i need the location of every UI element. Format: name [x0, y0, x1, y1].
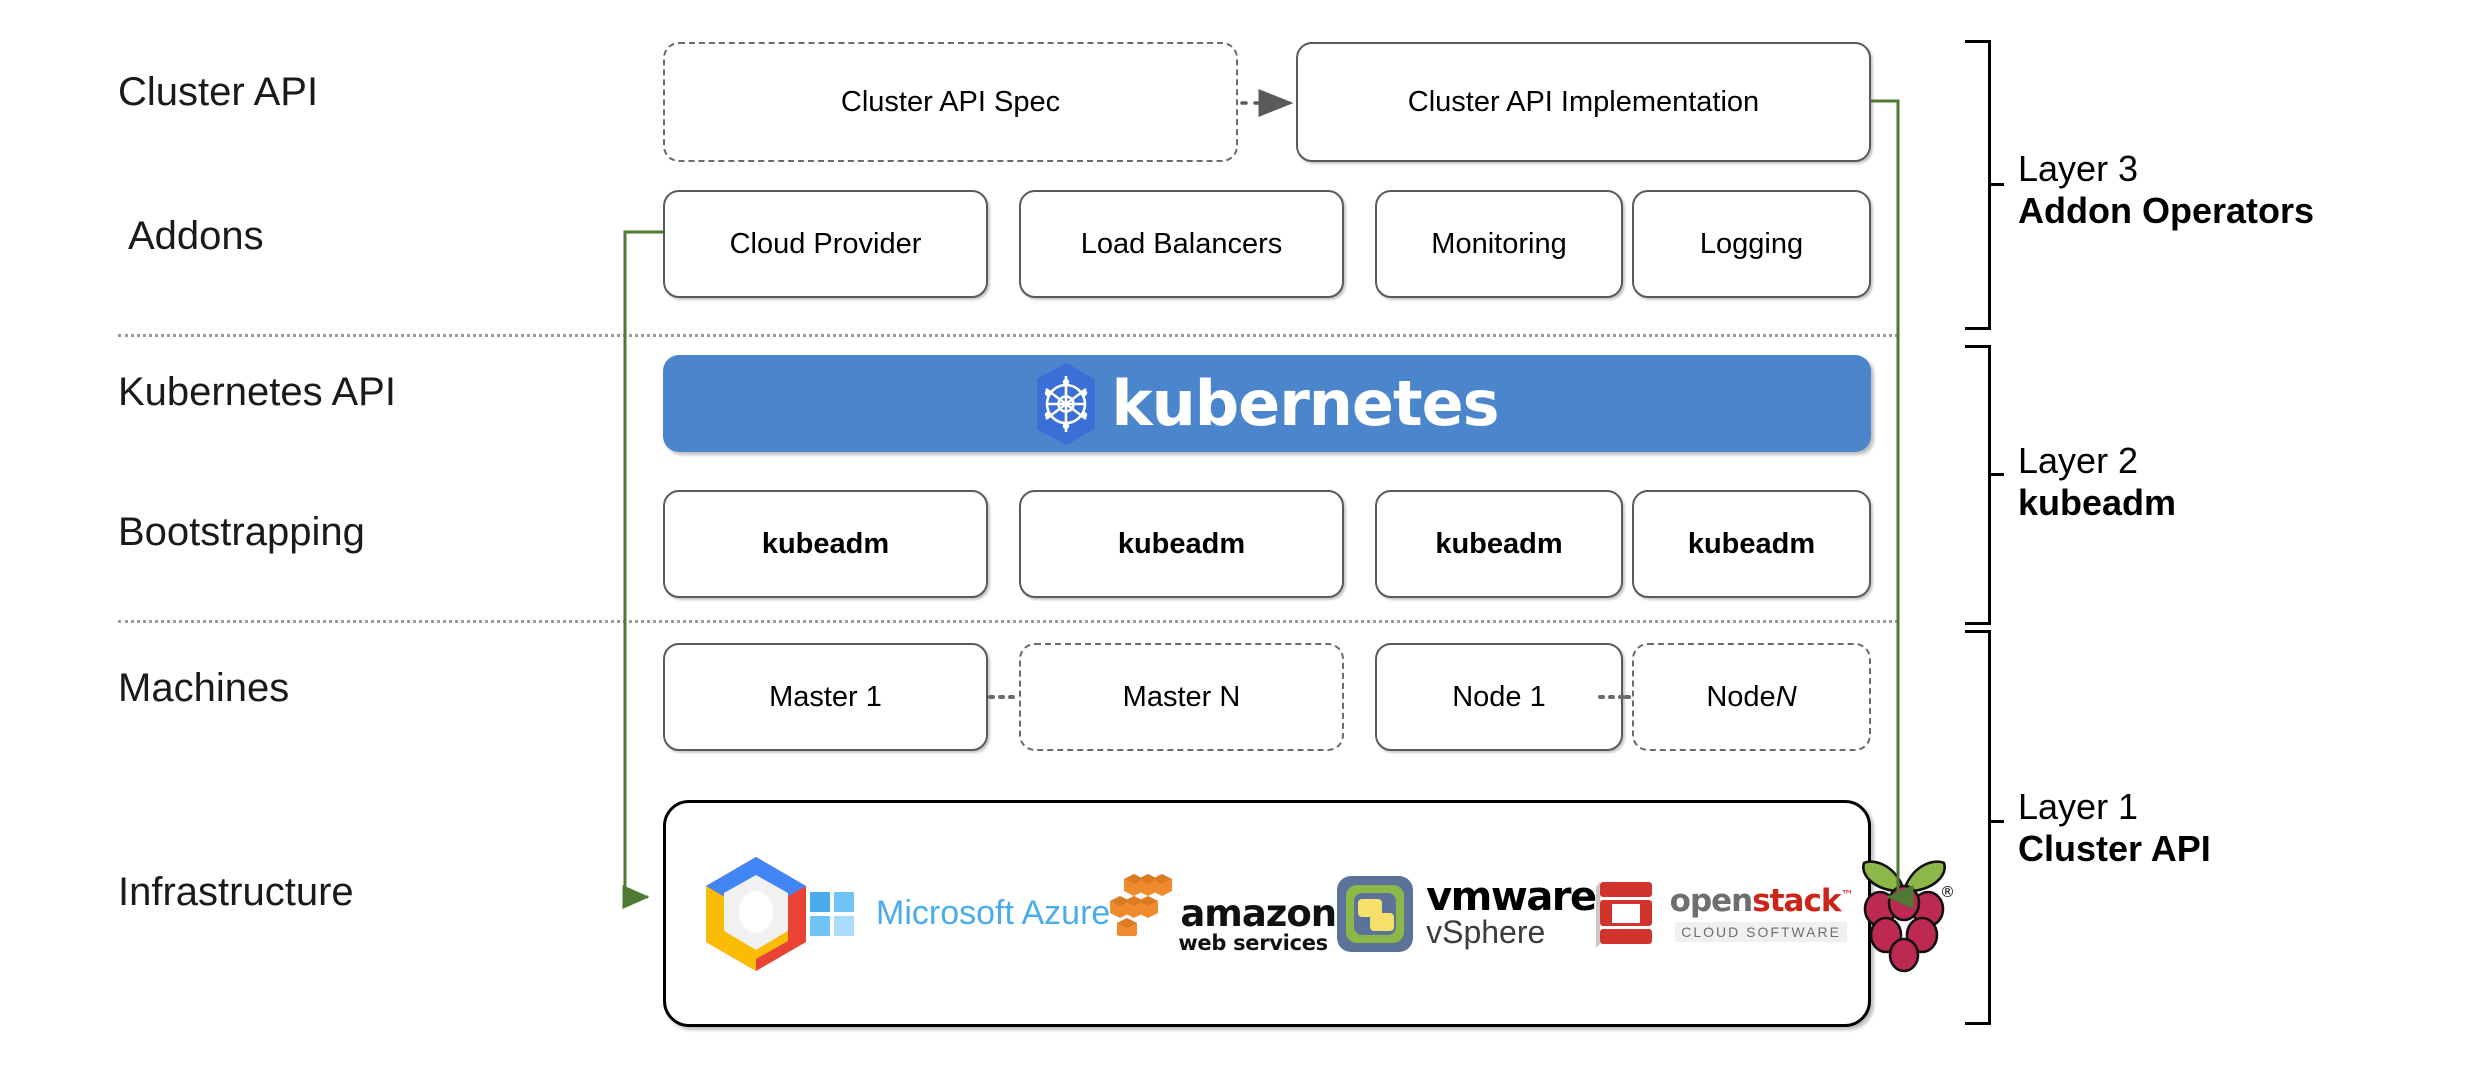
box-cluster-api-implementation[interactable]: Cluster API Implementation: [1296, 42, 1871, 162]
row-label-machines: Machines: [118, 666, 290, 710]
box-kubeadm-3[interactable]: kubeadm: [1375, 490, 1623, 598]
caption-layer-3: Layer 3 Addon Operators: [2018, 148, 2314, 233]
caption-layer-2-name: Layer 2: [2018, 440, 2139, 481]
openstack-wordmark: openstack™: [1669, 882, 1854, 919]
bracket-nub-layer-1: [1988, 820, 2004, 823]
box-addon-logging[interactable]: Logging: [1632, 190, 1871, 298]
box-machine-master-1[interactable]: Master 1: [663, 643, 988, 751]
vmware-vsphere-logo[interactable]: vmware vSphere: [1336, 873, 1597, 953]
bracket-nub-layer-3: [1988, 183, 2004, 186]
bracket-nub-layer-2: [1988, 473, 2004, 476]
box-machine-master-n[interactable]: Master N: [1019, 643, 1344, 751]
openstack-word-stack: stack: [1752, 882, 1841, 919]
openstack-sublabel: CLOUD SOFTWARE: [1675, 921, 1847, 942]
caption-layer-1: Layer 1 Cluster API: [2018, 786, 2211, 871]
row-label-kubernetes-api: Kubernetes API: [118, 370, 396, 414]
openstack-word-open: open: [1669, 882, 1754, 919]
openstack-logo[interactable]: openstack™ CLOUD SOFTWARE: [1595, 878, 1854, 950]
box-kubeadm-2[interactable]: kubeadm: [1019, 490, 1344, 598]
box-kubeadm-4[interactable]: kubeadm: [1632, 490, 1871, 598]
kubernetes-helm-icon: [1035, 362, 1097, 446]
svg-text:®: ®: [1940, 883, 1955, 901]
connector-left-flow: [622, 230, 663, 909]
box-machine-node-n[interactable]: Node N: [1632, 643, 1871, 751]
google-cloud-platform-logo[interactable]: [702, 855, 810, 973]
box-machine-node-1[interactable]: Node 1: [1375, 643, 1623, 751]
raspberry-pi-logo[interactable]: ®: [1852, 851, 1956, 977]
box-addon-monitoring[interactable]: Monitoring: [1375, 190, 1623, 298]
box-addon-load-balancers[interactable]: Load Balancers: [1019, 190, 1344, 298]
microsoft-azure-logo[interactable]: Microsoft Azure: [810, 891, 1111, 936]
separator-layer2-layer1: [118, 620, 1898, 623]
row-label-bootstrapping: Bootstrapping: [118, 510, 365, 554]
box-kubeadm-1[interactable]: kubeadm: [663, 490, 988, 598]
box-machine-node-n-index: N: [1775, 680, 1797, 713]
kubernetes-wordmark: kubernetes: [1111, 366, 1499, 440]
box-machine-node-n-label: Node: [1706, 680, 1776, 713]
caption-layer-2: Layer 2 kubeadm: [2018, 440, 2176, 525]
caption-layer-3-name: Layer 3: [2018, 148, 2139, 189]
row-label-infrastructure: Infrastructure: [118, 870, 354, 914]
box-cluster-api-spec[interactable]: Cluster API Spec: [663, 42, 1238, 162]
bracket-layer-2: [1965, 345, 1991, 625]
vsphere-sublabel: vSphere: [1426, 913, 1546, 950]
separator-layer3-layer2: [118, 334, 1898, 337]
bracket-layer-1: [1965, 630, 1991, 1025]
box-infrastructure[interactable]: Microsoft Azure: [663, 800, 1955, 1027]
row-label-addons: Addons: [128, 214, 264, 258]
caption-layer-1-name: Layer 1: [2018, 786, 2139, 827]
caption-layer-2-subject: kubeadm: [2018, 482, 2177, 524]
connector-right-flow: [1871, 99, 1914, 909]
row-label-cluster-api: Cluster API: [118, 70, 319, 114]
caption-layer-1-subject: Cluster API: [2018, 828, 2211, 870]
amazon-wordmark: amazon: [1180, 892, 1337, 936]
amazon-web-services-logo[interactable]: amazon web services: [1110, 873, 1337, 955]
vmware-wordmark: vmware: [1426, 873, 1597, 920]
microsoft-azure-wordmark: Microsoft Azure: [876, 894, 1111, 932]
amazon-sublabel: web services: [1178, 930, 1328, 955]
box-addon-cloud-provider[interactable]: Cloud Provider: [663, 190, 988, 298]
caption-layer-3-subject: Addon Operators: [2018, 190, 2315, 232]
openstack-trademark: ™: [1840, 888, 1853, 904]
banner-kubernetes[interactable]: kubernetes: [663, 355, 1871, 452]
